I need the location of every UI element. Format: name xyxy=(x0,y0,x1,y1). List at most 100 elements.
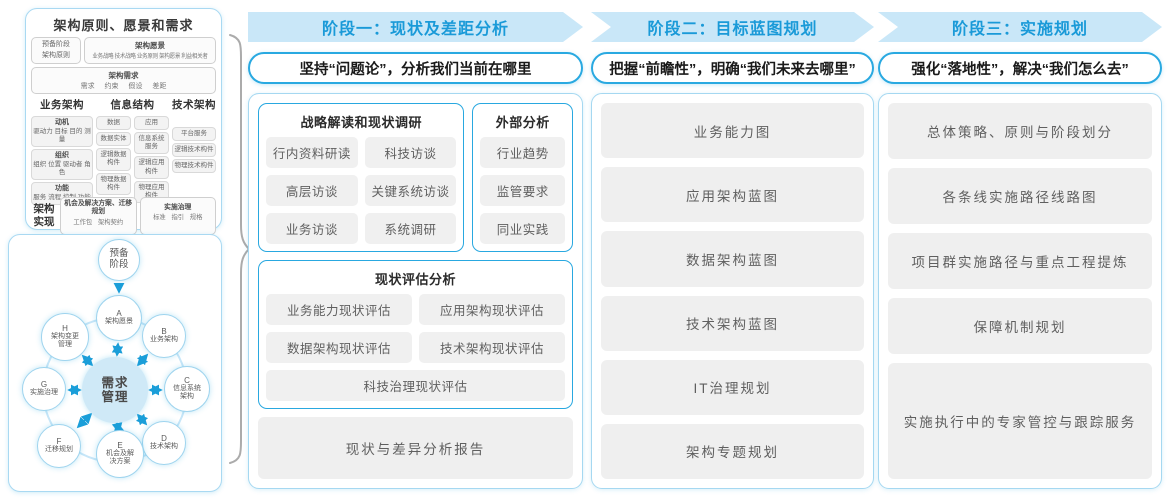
architecture-principles-panel: 架构原则、愿景和需求 预备阶段 架构原则 架构愿景 业务战略 技术战略 业务原则… xyxy=(25,8,222,235)
governance-items: 标准 指引 规格 xyxy=(153,214,203,222)
adm-node-key: G xyxy=(40,379,48,389)
research-item: 业务访谈 xyxy=(266,213,358,244)
research-items-grid: 行内资料研读 科技访谈 高层访谈 关键系统访谈 业务访谈 系统调研 xyxy=(266,137,457,244)
tech-arch-title: 技术架构 xyxy=(172,99,216,111)
info-subcolumns: 数据 数据实体 逻辑数据构件 物理数据构件 应用 信息系统服务 逻辑应用构件 物… xyxy=(96,116,169,203)
phase2-item: 技术架构蓝图 xyxy=(601,295,864,351)
requirements-title: 架构需求 xyxy=(108,71,139,80)
adm-node-key: F xyxy=(56,436,62,446)
phase1-content: 战略解读和现状调研 行内资料研读 科技访谈 高层访谈 关键系统访谈 业务访谈 系… xyxy=(248,93,583,489)
adm-node-h: H 架构变更管理 xyxy=(41,313,89,361)
tech-item: 物理技术构件 xyxy=(172,159,216,174)
research-item: 系统调研 xyxy=(364,213,457,244)
organization-box: 组织 组织 位置 驱动者 角色 xyxy=(31,149,93,180)
phase2-subtitle: 把握“前瞻性”，明确“我们未来去哪里” xyxy=(591,52,874,84)
adm-center-label: 需求管理 xyxy=(101,375,129,404)
external-group-title: 外部分析 xyxy=(495,115,550,130)
wheel-arrows xyxy=(67,283,163,434)
architecture-vision-box: 架构愿景 业务战略 技术战略 业务原则 架构愿景 利益相关者 xyxy=(84,37,216,64)
requirements-row: 架构需求 需求 约束 假设 差距 xyxy=(31,67,216,94)
adm-node-key: C xyxy=(184,375,190,385)
adm-node-key: A xyxy=(116,308,122,318)
phase3-item: 各条线实施路径线路图 xyxy=(888,168,1152,224)
opportunities-items: 工作包 架构契约 xyxy=(73,218,124,226)
tech-item: 逻辑技术构件 xyxy=(172,143,216,158)
phase3-item: 实施执行中的专家管控与跟踪服务 xyxy=(888,363,1152,479)
phase2-item: 架构专题规划 xyxy=(601,423,864,480)
adm-node-key: H xyxy=(62,323,68,333)
motivation-box: 动机 驱动力 目标 目的 测量 xyxy=(31,116,93,147)
business-architecture-section: 业务架构 动机 驱动力 目标 目的 测量 组织 组织 位置 驱动者 角色 功能 … xyxy=(31,97,93,205)
motivation-items: 驱动力 目标 目的 测量 xyxy=(33,127,91,143)
data-item: 逻辑数据构件 xyxy=(96,148,131,171)
phase2-items: 业务能力图 应用架构蓝图 数据架构蓝图 技术架构蓝图 IT治理规划 架构专题规划 xyxy=(601,103,864,480)
adm-node-d: D 技术架构 xyxy=(142,421,186,465)
phase2-item: IT治理规划 xyxy=(601,359,864,415)
implementation-label: 架构实现 xyxy=(33,202,55,228)
governance-title: 实施治理 xyxy=(164,204,192,211)
function-title: 功能 xyxy=(55,185,69,192)
opportunities-title: 机会及解决方案、迁移规划 xyxy=(64,200,133,216)
technology-architecture-section: 技术架构 平台服务 逻辑技术构件 物理技术构件 xyxy=(172,97,216,194)
prep-phase-line1: 预备阶段 xyxy=(42,41,70,48)
research-group: 战略解读和现状调研 行内资料研读 科技访谈 高层访谈 关键系统访谈 业务访谈 系… xyxy=(258,103,465,252)
adm-prep-circle: 预备阶段 xyxy=(98,239,140,281)
phase2-header-band: 阶段二：目标蓝图规划 xyxy=(591,12,874,42)
research-item: 科技访谈 xyxy=(364,137,457,168)
phase3-subtitle: 强化“落地性”，解决“我们怎么去” xyxy=(878,52,1162,84)
data-column-title: 数据 xyxy=(96,116,131,131)
vision-items: 业务战略 技术战略 业务原则 架构愿景 利益相关者 xyxy=(92,54,208,60)
application-column: 应用 信息系统服务 逻辑应用构件 物理应用构件 xyxy=(134,116,169,203)
application-column-title: 应用 xyxy=(134,116,169,131)
phase2-content: 业务能力图 应用架构蓝图 数据架构蓝图 技术架构蓝图 IT治理规划 架构专题规划 xyxy=(591,93,874,489)
business-arch-title: 业务架构 xyxy=(40,99,84,111)
data-item: 数据实体 xyxy=(96,132,131,147)
phase-column-1: 阶段一：现状及差距分析 坚持“问题论”，分析我们当前在哪里 战略解读和现状调研 … xyxy=(248,12,583,491)
phase2-item: 数据架构蓝图 xyxy=(601,231,864,287)
adm-node-label: 机会及解决方案 xyxy=(106,450,134,466)
information-structure-section: 信息结构 数据 数据实体 逻辑数据构件 物理数据构件 应用 信息系统服务 逻辑应… xyxy=(96,97,169,203)
prep-phase-line2: 架构原则 xyxy=(42,51,70,59)
phase2-item: 业务能力图 xyxy=(601,103,864,159)
adm-node-label: 架构愿景 xyxy=(105,318,133,326)
adm-node-label: 信息系统架构 xyxy=(173,385,201,401)
application-item: 逻辑应用构件 xyxy=(134,156,169,179)
assessment-item: 技术架构现状评估 xyxy=(419,332,565,363)
adm-node-key: D xyxy=(161,433,167,443)
assessment-group: 现状评估分析 业务能力现状评估 应用架构现状评估 数据架构现状评估 技术架构现状… xyxy=(258,260,573,409)
organization-items: 组织 位置 驱动者 角色 xyxy=(33,160,91,176)
data-item: 物理数据构件 xyxy=(96,172,131,195)
phase-column-2: 阶段二：目标蓝图规划 把握“前瞻性”，明确“我们未来去哪里” 业务能力图 应用架… xyxy=(591,12,874,491)
prep-vision-row: 预备阶段 架构原则 架构愿景 业务战略 技术战略 业务原则 架构愿景 利益相关者 xyxy=(31,37,216,64)
adm-node-label: 架构变更管理 xyxy=(51,333,79,349)
assessment-item: 数据架构现状评估 xyxy=(266,332,412,363)
panel-title: 架构原则、愿景和需求 xyxy=(53,18,194,33)
adm-prep-label: 预备阶段 xyxy=(109,248,129,270)
adm-wheel-panel: 预备阶段 需求管理 A 架构愿景 B 业务架构 C 信息系统架构 D 技术架构 … xyxy=(8,234,222,492)
adm-node-label: 迁移规划 xyxy=(45,446,73,454)
adm-node-f: F 迁移规划 xyxy=(37,424,81,468)
phase3-items: 总体策略、原则与阶段划分 各条线实施路径线路图 项目群实施路径与重点工程提炼 保… xyxy=(888,103,1152,479)
phase3-item: 项目群实施路径与重点工程提炼 xyxy=(888,233,1152,289)
phase1-top-row: 战略解读和现状调研 行内资料研读 科技访谈 高层访谈 关键系统访谈 业务访谈 系… xyxy=(258,103,573,252)
phase3-header-band: 阶段三：实施规划 xyxy=(878,12,1162,42)
assessment-items-grid: 业务能力现状评估 应用架构现状评估 数据架构现状评估 技术架构现状评估 科技治理… xyxy=(266,294,565,401)
implementation-governance-box: 实施治理 标准 指引 规格 xyxy=(139,197,216,235)
architecture-requirements-box: 架构需求 需求 约束 假设 差距 xyxy=(31,67,216,94)
adm-node-key: B xyxy=(161,326,167,336)
assessment-item: 应用架构现状评估 xyxy=(419,294,565,325)
phase1-header-band: 阶段一：现状及差距分析 xyxy=(248,12,583,42)
research-item: 行内资料研读 xyxy=(266,137,358,168)
adm-node-e: E 机会及解决方案 xyxy=(96,430,144,478)
adm-node-c: C 信息系统架构 xyxy=(164,366,210,412)
adm-node-b: B 业务架构 xyxy=(142,314,186,358)
requirements-items: 需求 约束 假设 差距 xyxy=(80,83,167,90)
tech-item: 平台服务 xyxy=(172,127,216,142)
adm-node-label: 业务架构 xyxy=(150,336,178,344)
architecture-domains-row: 业务架构 动机 驱动力 目标 目的 测量 组织 组织 位置 驱动者 角色 功能 … xyxy=(31,97,216,205)
data-column: 数据 数据实体 逻辑数据构件 物理数据构件 xyxy=(96,116,131,203)
info-structure-title: 信息结构 xyxy=(110,99,155,111)
phase1-subtitle: 坚持“问题论”，分析我们当前在哪里 xyxy=(248,52,583,84)
phase3-content: 总体策略、原则与阶段划分 各条线实施路径线路图 项目群实施路径与重点工程提炼 保… xyxy=(878,93,1162,489)
